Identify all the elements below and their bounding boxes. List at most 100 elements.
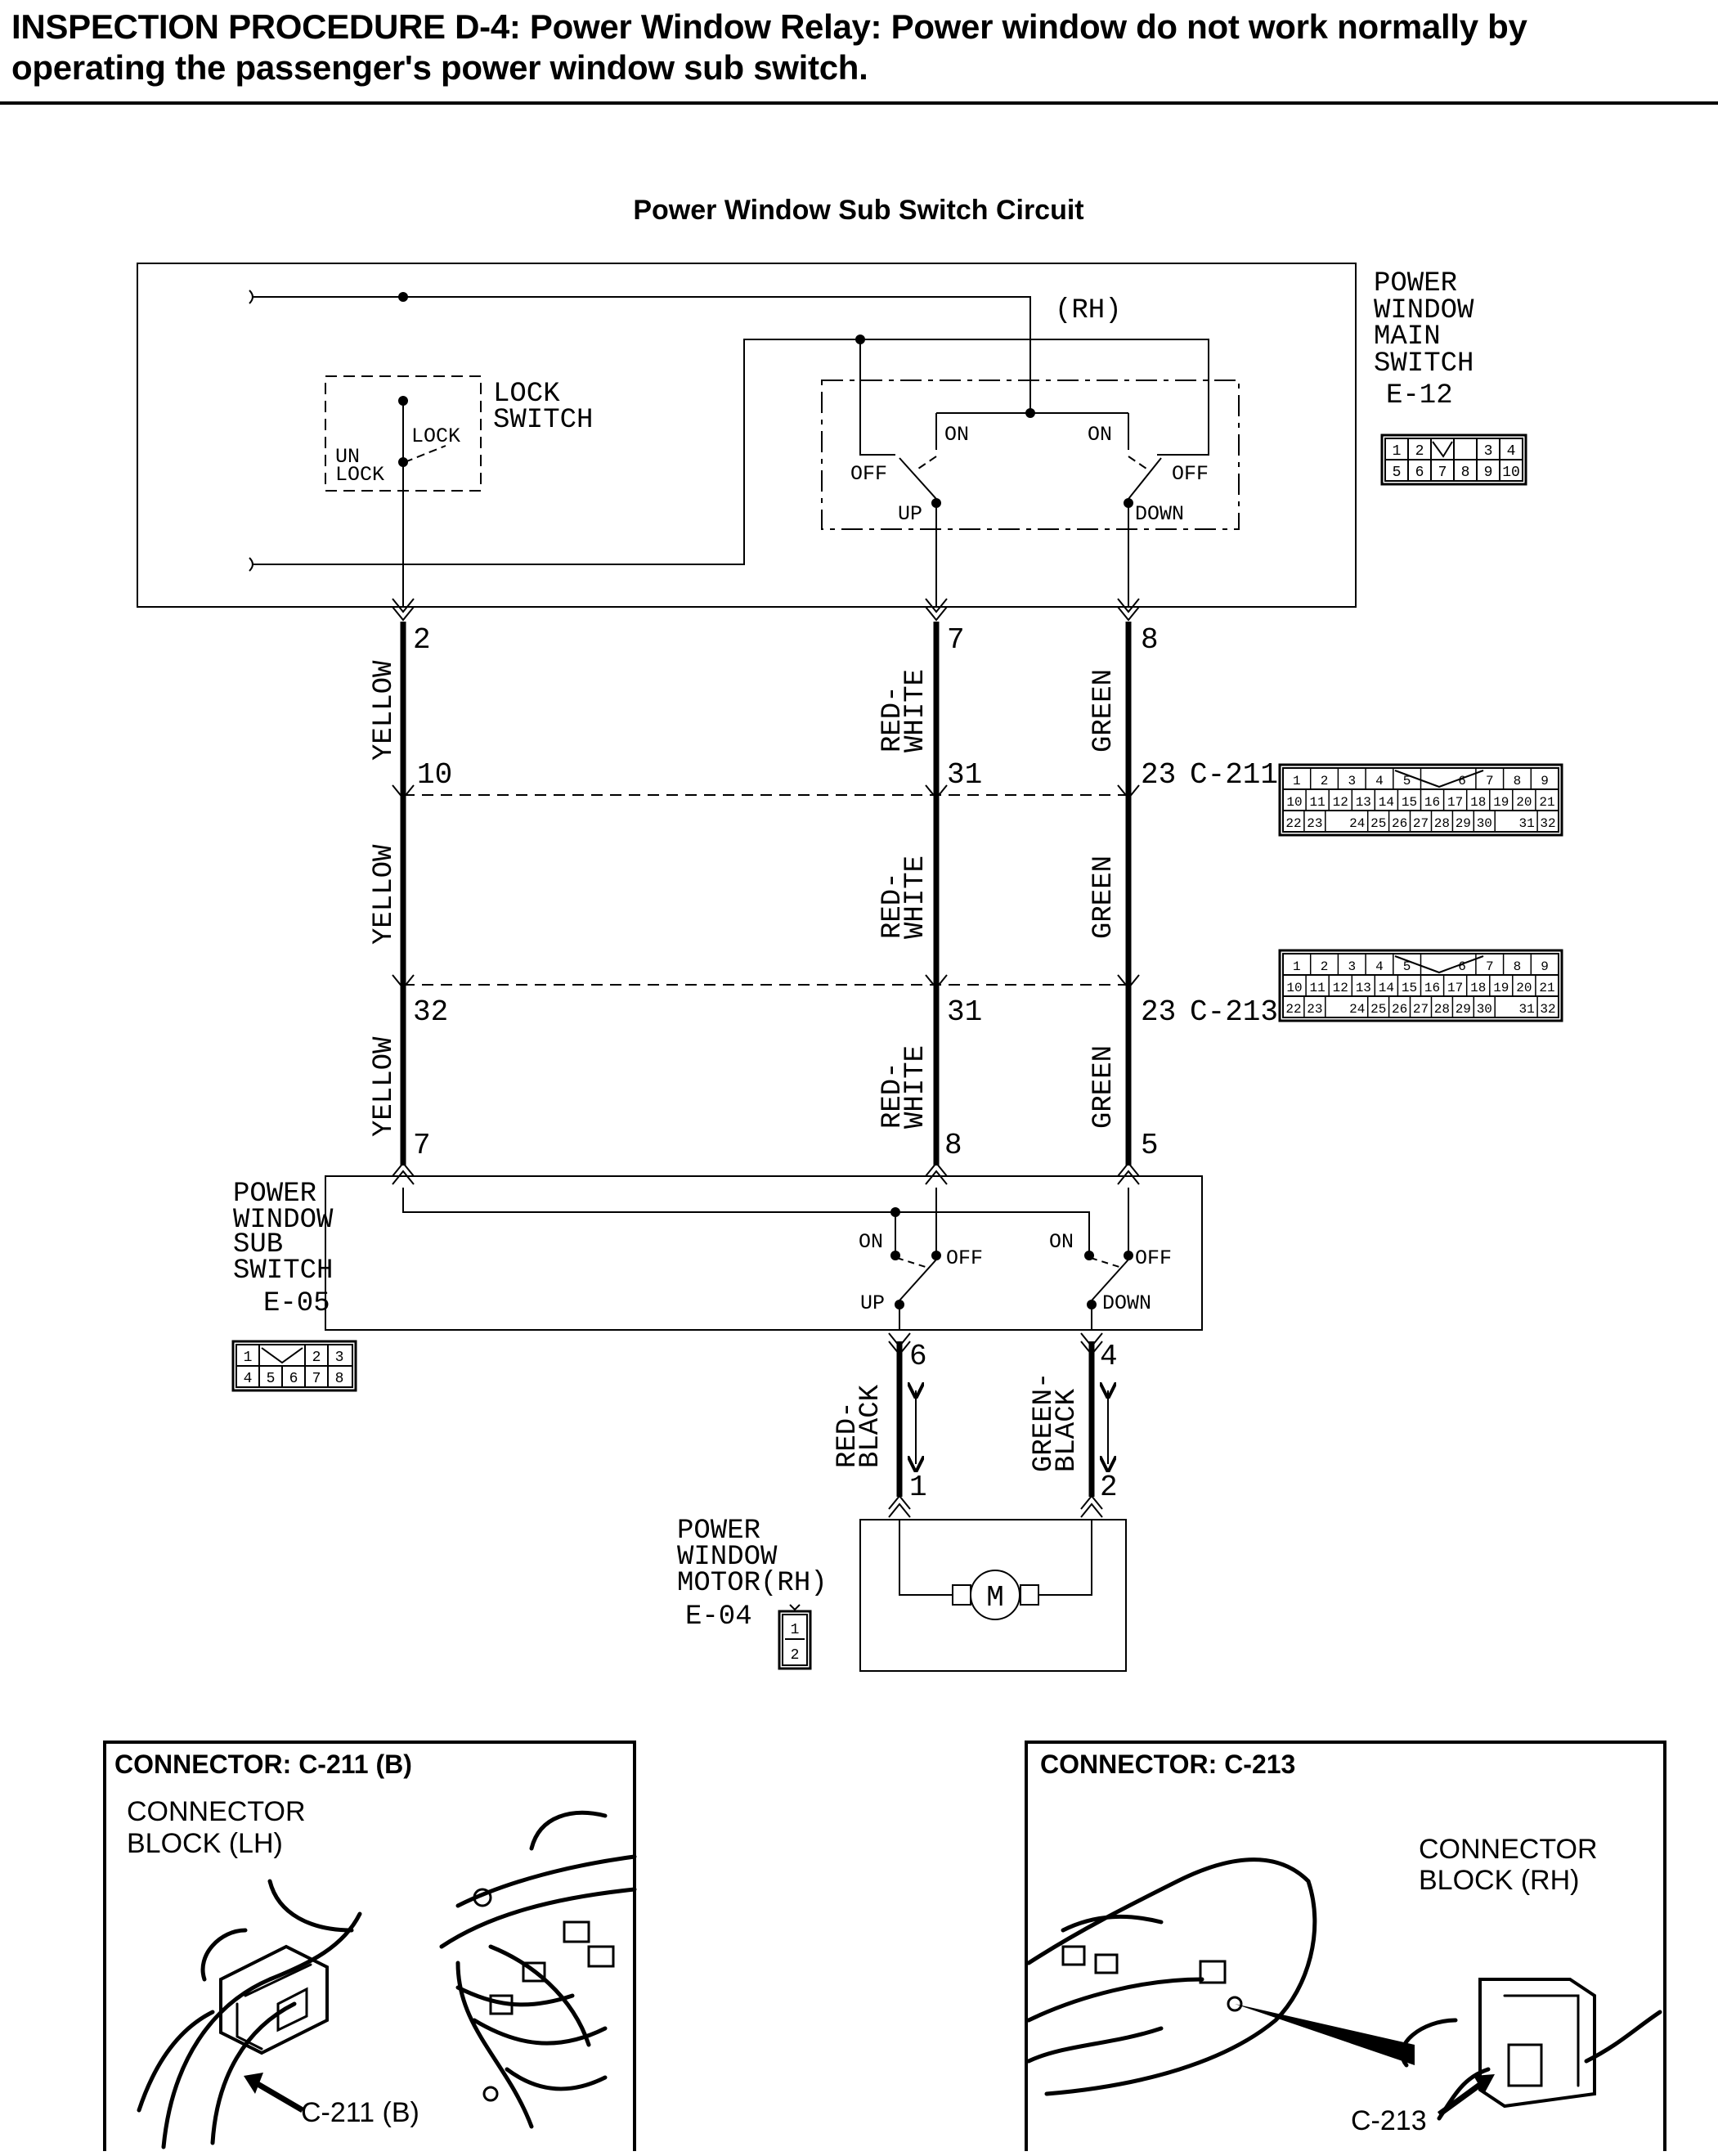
wire-label-white-3: WHITE <box>900 1045 931 1129</box>
green-pin-8: 8 <box>1141 623 1159 657</box>
wire-label-redblack-1: RED- <box>832 1401 863 1468</box>
unlock-label-1: UN <box>335 445 360 469</box>
c211-pin: 23 <box>1307 816 1322 831</box>
c213-pin: 15 <box>1402 981 1417 995</box>
c211-pin: 31 <box>1518 816 1534 831</box>
c211-pin: 22 <box>1285 816 1301 831</box>
e12-pin: 7 <box>1438 465 1447 481</box>
motor-label-3: MOTOR(RH) <box>677 1568 828 1599</box>
redwhite-pin-7: 7 <box>947 623 965 657</box>
wire-label-greenblack-2: BLACK <box>1052 1388 1083 1472</box>
panel-c211-callout: C-211 (B) <box>301 2097 419 2128</box>
panel-c211-label-2: BLOCK (LH) <box>127 1828 283 1859</box>
c213-pin: 28 <box>1434 1002 1450 1017</box>
sub-switch-label-4: SWITCH <box>233 1255 333 1287</box>
motor-pin-1: 1 <box>909 1471 927 1504</box>
e05-pin: 8 <box>335 1371 344 1387</box>
e12-pin: 10 <box>1502 465 1520 481</box>
c211-pin: 9 <box>1541 774 1549 788</box>
connector-e04-grid <box>778 1604 812 1670</box>
sub-switch-label-3: SUB <box>233 1229 283 1260</box>
c213-pin: 20 <box>1516 981 1532 995</box>
c211-pin: 18 <box>1470 795 1486 810</box>
main-switch-label-3: MAIN <box>1374 321 1441 353</box>
wire-label-greenblack-1: GREEN- <box>1029 1372 1060 1472</box>
circuit-diagram: Power Window Sub Switch Circuit <box>103 195 1666 2151</box>
c211-pin: 5 <box>1403 774 1411 788</box>
sub-down-label: DOWN <box>1102 1291 1151 1315</box>
c211-pin: 14 <box>1379 795 1394 810</box>
c211-illustration <box>137 1810 637 2149</box>
wire-label-red-2: RED- <box>877 872 908 939</box>
c211-pin: 1 <box>1293 774 1301 788</box>
c213-pin: 21 <box>1539 981 1554 995</box>
green-pin-23b: 23 <box>1141 995 1176 1029</box>
c211-pin: 4 <box>1375 774 1384 788</box>
e12-pin: 4 <box>1507 443 1516 460</box>
c211-pin: 27 <box>1413 816 1429 831</box>
c213-pin: 10 <box>1286 981 1302 995</box>
page-title-line2: operating the passenger's power window s… <box>11 48 868 87</box>
panel-c211: CONNECTOR: C-211 (B) CONNECTOR BLOCK (LH… <box>103 1741 637 2151</box>
yellow-pin-2: 2 <box>413 623 431 657</box>
connector-e12-grid <box>1380 433 1527 486</box>
c211-pin: 2 <box>1321 774 1329 788</box>
e05-pin: 7 <box>312 1371 321 1387</box>
c213-pin: 27 <box>1413 1002 1429 1017</box>
panel-c213: CONNECTOR: C-213 CONNECTOR BLOCK (RH) C-… <box>1025 1741 1666 2151</box>
sub-on-right-label: ON <box>1049 1230 1074 1254</box>
c213-pin: 3 <box>1348 959 1356 974</box>
c211-pin: 20 <box>1516 795 1532 810</box>
c213-pin: 1 <box>1293 959 1301 974</box>
c213-pin: 8 <box>1514 959 1522 974</box>
sub-switch-label-2: WINDOW <box>233 1205 334 1236</box>
wire-label-white-2: WHITE <box>900 856 931 939</box>
main-switch-unit <box>137 263 1357 608</box>
c211-pin: 6 <box>1458 774 1466 788</box>
panel-c211-label-1: CONNECTOR <box>127 1796 306 1827</box>
sub-off-right-label: OFF <box>1135 1246 1172 1270</box>
sub-on-left-label: ON <box>859 1230 883 1254</box>
e05-pin: 3 <box>335 1350 344 1366</box>
page-header: INSPECTION PROCEDURE D-4: Power Window R… <box>11 7 1708 88</box>
main-feed-line <box>253 296 1031 413</box>
c211-pin: 29 <box>1456 816 1471 831</box>
e12-pin: 1 <box>1393 443 1402 460</box>
sub-off-left-label: OFF <box>946 1246 983 1270</box>
c211-pin: 12 <box>1333 795 1348 810</box>
e05-pin: 6 <box>289 1371 298 1387</box>
main-switch-label-2: WINDOW <box>1374 295 1474 326</box>
c211-callout-arrow <box>252 2078 304 2113</box>
c211-pin: 19 <box>1493 795 1509 810</box>
sub-switch-unit <box>325 1175 1203 1331</box>
motor-pin-6: 6 <box>909 1340 927 1373</box>
panel-c213-label-2: BLOCK (RH) <box>1419 1865 1579 1896</box>
lock-switch-label-2: SWITCH <box>493 405 593 436</box>
c211-pin: 7 <box>1486 774 1494 788</box>
sub-switch-code: E-05 <box>263 1288 330 1319</box>
panel-c213-callout: C-213 <box>1351 2105 1427 2136</box>
c213-pin: 14 <box>1379 981 1394 995</box>
wire-label-yellow-3: YELLOW <box>369 1036 400 1137</box>
wire-label-green-1: GREEN <box>1088 669 1119 752</box>
lock-label: LOCK <box>411 424 460 448</box>
c211-pin: 21 <box>1539 795 1554 810</box>
motor-label-2: WINDOW <box>677 1542 778 1573</box>
c213-dark-pointer <box>1235 2004 1415 2065</box>
e12-pin: 3 <box>1484 443 1493 460</box>
e05-pin: 4 <box>244 1371 253 1387</box>
c213-pin: 24 <box>1349 1002 1365 1017</box>
c213-pin: 17 <box>1447 981 1463 995</box>
main-on-left-label: ON <box>944 423 969 447</box>
e05-pin: 1 <box>244 1350 253 1366</box>
c213-label: C-213 <box>1190 995 1278 1029</box>
c211-pin: 3 <box>1348 774 1356 788</box>
wire-label-red-1: RED- <box>877 685 908 752</box>
sub-switch-box <box>325 1175 1203 1331</box>
wire-label-green-2: GREEN <box>1088 856 1119 939</box>
wire-label-redblack-2: BLACK <box>855 1384 886 1468</box>
c213-pin: 12 <box>1333 981 1348 995</box>
unlock-label-2: LOCK <box>335 463 384 487</box>
motor-wiring <box>859 1332 1127 1672</box>
c211-pin: 15 <box>1402 795 1417 810</box>
